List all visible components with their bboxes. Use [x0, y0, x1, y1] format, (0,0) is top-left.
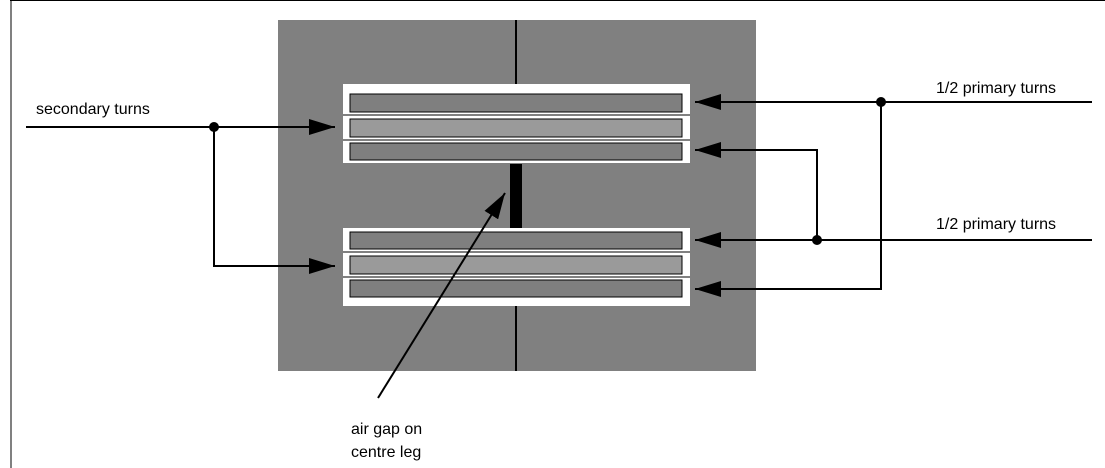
primary-top-junction-dot [876, 97, 886, 107]
winding-layer-6 [349, 279, 683, 298]
winding-window-bottom [343, 228, 690, 306]
winding-layer-1 [349, 93, 683, 113]
secondary-connection [26, 119, 335, 274]
air-gap-label-line2: centre leg [351, 444, 421, 461]
winding-layer-4 [349, 231, 683, 250]
secondary-turns-label: secondary turns [36, 101, 150, 118]
primary-bottom-connection [695, 142, 1092, 248]
air-gap-pointer [377, 192, 506, 399]
winding-layer-2 [349, 118, 683, 138]
winding-layer-5 [349, 255, 683, 275]
winding-window-top [343, 84, 690, 163]
secondary-junction-dot [209, 122, 219, 132]
air-gap-label-line1: air gap on [351, 421, 422, 438]
primary-bottom-label: 1/2 primary turns [936, 216, 1056, 233]
primary-top-label: 1/2 primary turns [936, 80, 1056, 97]
primary-bottom-junction-dot [812, 235, 822, 245]
winding-layer-3 [349, 142, 683, 161]
air-gap [510, 164, 522, 228]
figure-frame [10, 0, 1105, 468]
primary-top-connection [695, 94, 1092, 297]
